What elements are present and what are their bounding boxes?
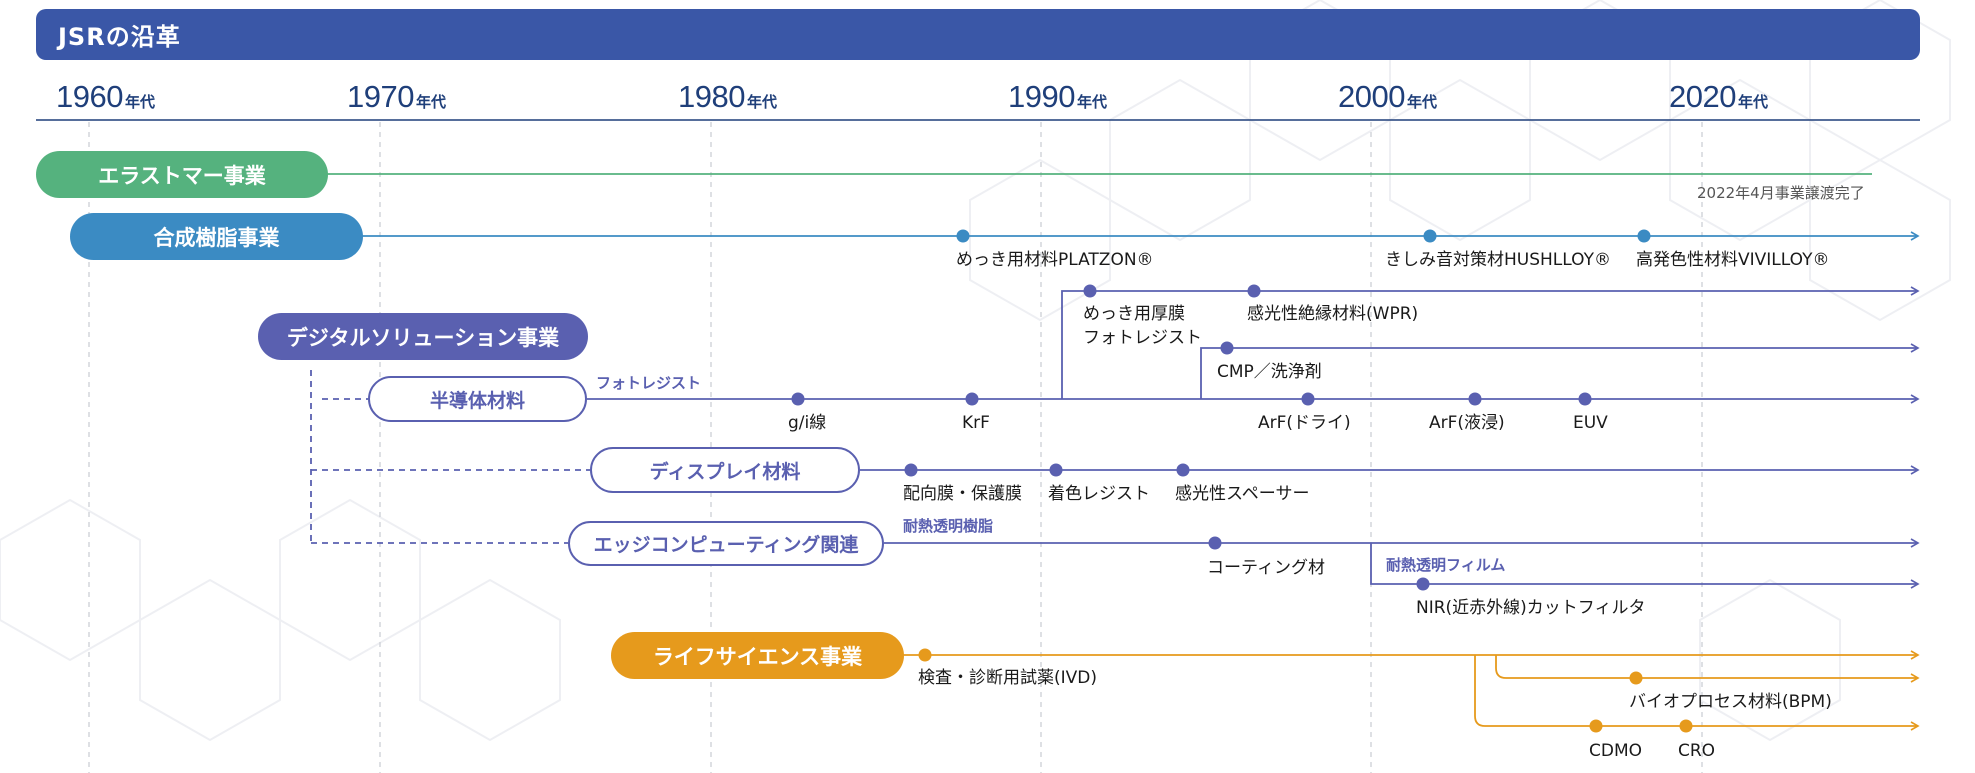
dot-hushlloy	[1423, 229, 1437, 243]
business-pill-elastomer: エラストマー事業	[36, 151, 328, 198]
milestone-hushlloy: きしみ音対策材HUSHLLOY®	[1385, 250, 1611, 270]
dot-arf-imm	[1468, 392, 1482, 406]
dot-gi	[791, 392, 805, 406]
milestone-photo-spacer: 感光性スペーサー	[1175, 484, 1310, 504]
milestone-krf: KrF	[962, 413, 990, 433]
dot-color-resist	[1049, 463, 1063, 477]
dot-vivilloy	[1637, 229, 1651, 243]
dot-alignment	[904, 463, 918, 477]
dot-coating	[1208, 536, 1222, 550]
bpm-line	[1495, 655, 1920, 683]
dot-platzon	[956, 229, 970, 243]
milestone-alignment-film: 配向膜・保護膜	[903, 484, 1022, 504]
milestone-cdmo: CDMO	[1589, 741, 1643, 761]
category-pill-display: ディスプレイ材料	[590, 447, 860, 493]
dot-bpm	[1629, 671, 1643, 685]
milestone-ivd: 検査・診断用試薬(IVD)	[918, 668, 1097, 688]
milestone-plating-resist-line1: めっき用厚膜	[1083, 304, 1185, 324]
dot-nir	[1416, 577, 1430, 591]
page-title: JSRの沿革	[58, 23, 181, 51]
milestone-vivilloy: 高発色性材料VIVILLOY®	[1636, 250, 1830, 270]
milestone-coating: コーティング材	[1207, 558, 1325, 578]
business-pill-digital-solution: デジタルソリューション事業	[258, 313, 588, 360]
category-pill-semiconductor: 半導体材料	[368, 376, 587, 422]
sublabel-photoresist: フォトレジスト	[596, 374, 702, 392]
dot-cro	[1679, 719, 1693, 733]
dot-wpr	[1247, 284, 1261, 298]
milestone-cro: CRO	[1678, 741, 1716, 761]
milestone-color-resist: 着色レジスト	[1048, 484, 1150, 504]
milestone-platzon: めっき用材料PLATZON®	[956, 250, 1154, 270]
cmp-line	[1200, 343, 1920, 399]
sublabel-heat-resistant-resin: 耐熱透明樹脂	[903, 517, 994, 535]
milestone-euv: EUV	[1573, 413, 1608, 433]
plating-resist-line	[1061, 286, 1920, 399]
milestone-arf-dry: ArF(ドライ)	[1258, 413, 1351, 433]
business-pill-synthetic-resin: 合成樹脂事業	[70, 213, 363, 260]
milestone-gi-line: g/i線	[788, 413, 827, 433]
category-pill-edge-computing: エッジコンピューティング関連	[568, 521, 884, 566]
heat-film-line	[1370, 543, 1920, 589]
sublabel-heat-resistant-film: 耐熱透明フィルム	[1386, 556, 1506, 574]
dot-euv	[1578, 392, 1592, 406]
dot-krf	[965, 392, 979, 406]
business-pill-life-science: ライフサイエンス事業	[611, 632, 904, 679]
dot-arf-dry	[1301, 392, 1315, 406]
milestone-wpr: 感光性絶縁材料(WPR)	[1247, 304, 1419, 324]
milestone-plating-resist-line2: フォトレジスト	[1083, 328, 1202, 348]
title-bar: JSRの沿革	[36, 9, 1920, 60]
cdmo-line	[1474, 655, 1920, 731]
dot-ivd	[918, 648, 932, 662]
milestone-cmp: CMP／洗浄剤	[1217, 362, 1322, 382]
dot-plating-resist	[1083, 284, 1097, 298]
dot-cdmo	[1589, 719, 1603, 733]
milestone-bpm: バイオプロセス材料(BPM)	[1629, 692, 1832, 712]
dot-spacer	[1176, 463, 1190, 477]
milestone-arf-immersion: ArF(液浸)	[1429, 413, 1505, 433]
milestone-nir-filter: NIR(近赤外線)カットフィルタ	[1416, 598, 1646, 618]
dot-cmp	[1220, 341, 1234, 355]
elastomer-transfer-note: 2022年4月事業譲渡完了	[1697, 184, 1865, 202]
